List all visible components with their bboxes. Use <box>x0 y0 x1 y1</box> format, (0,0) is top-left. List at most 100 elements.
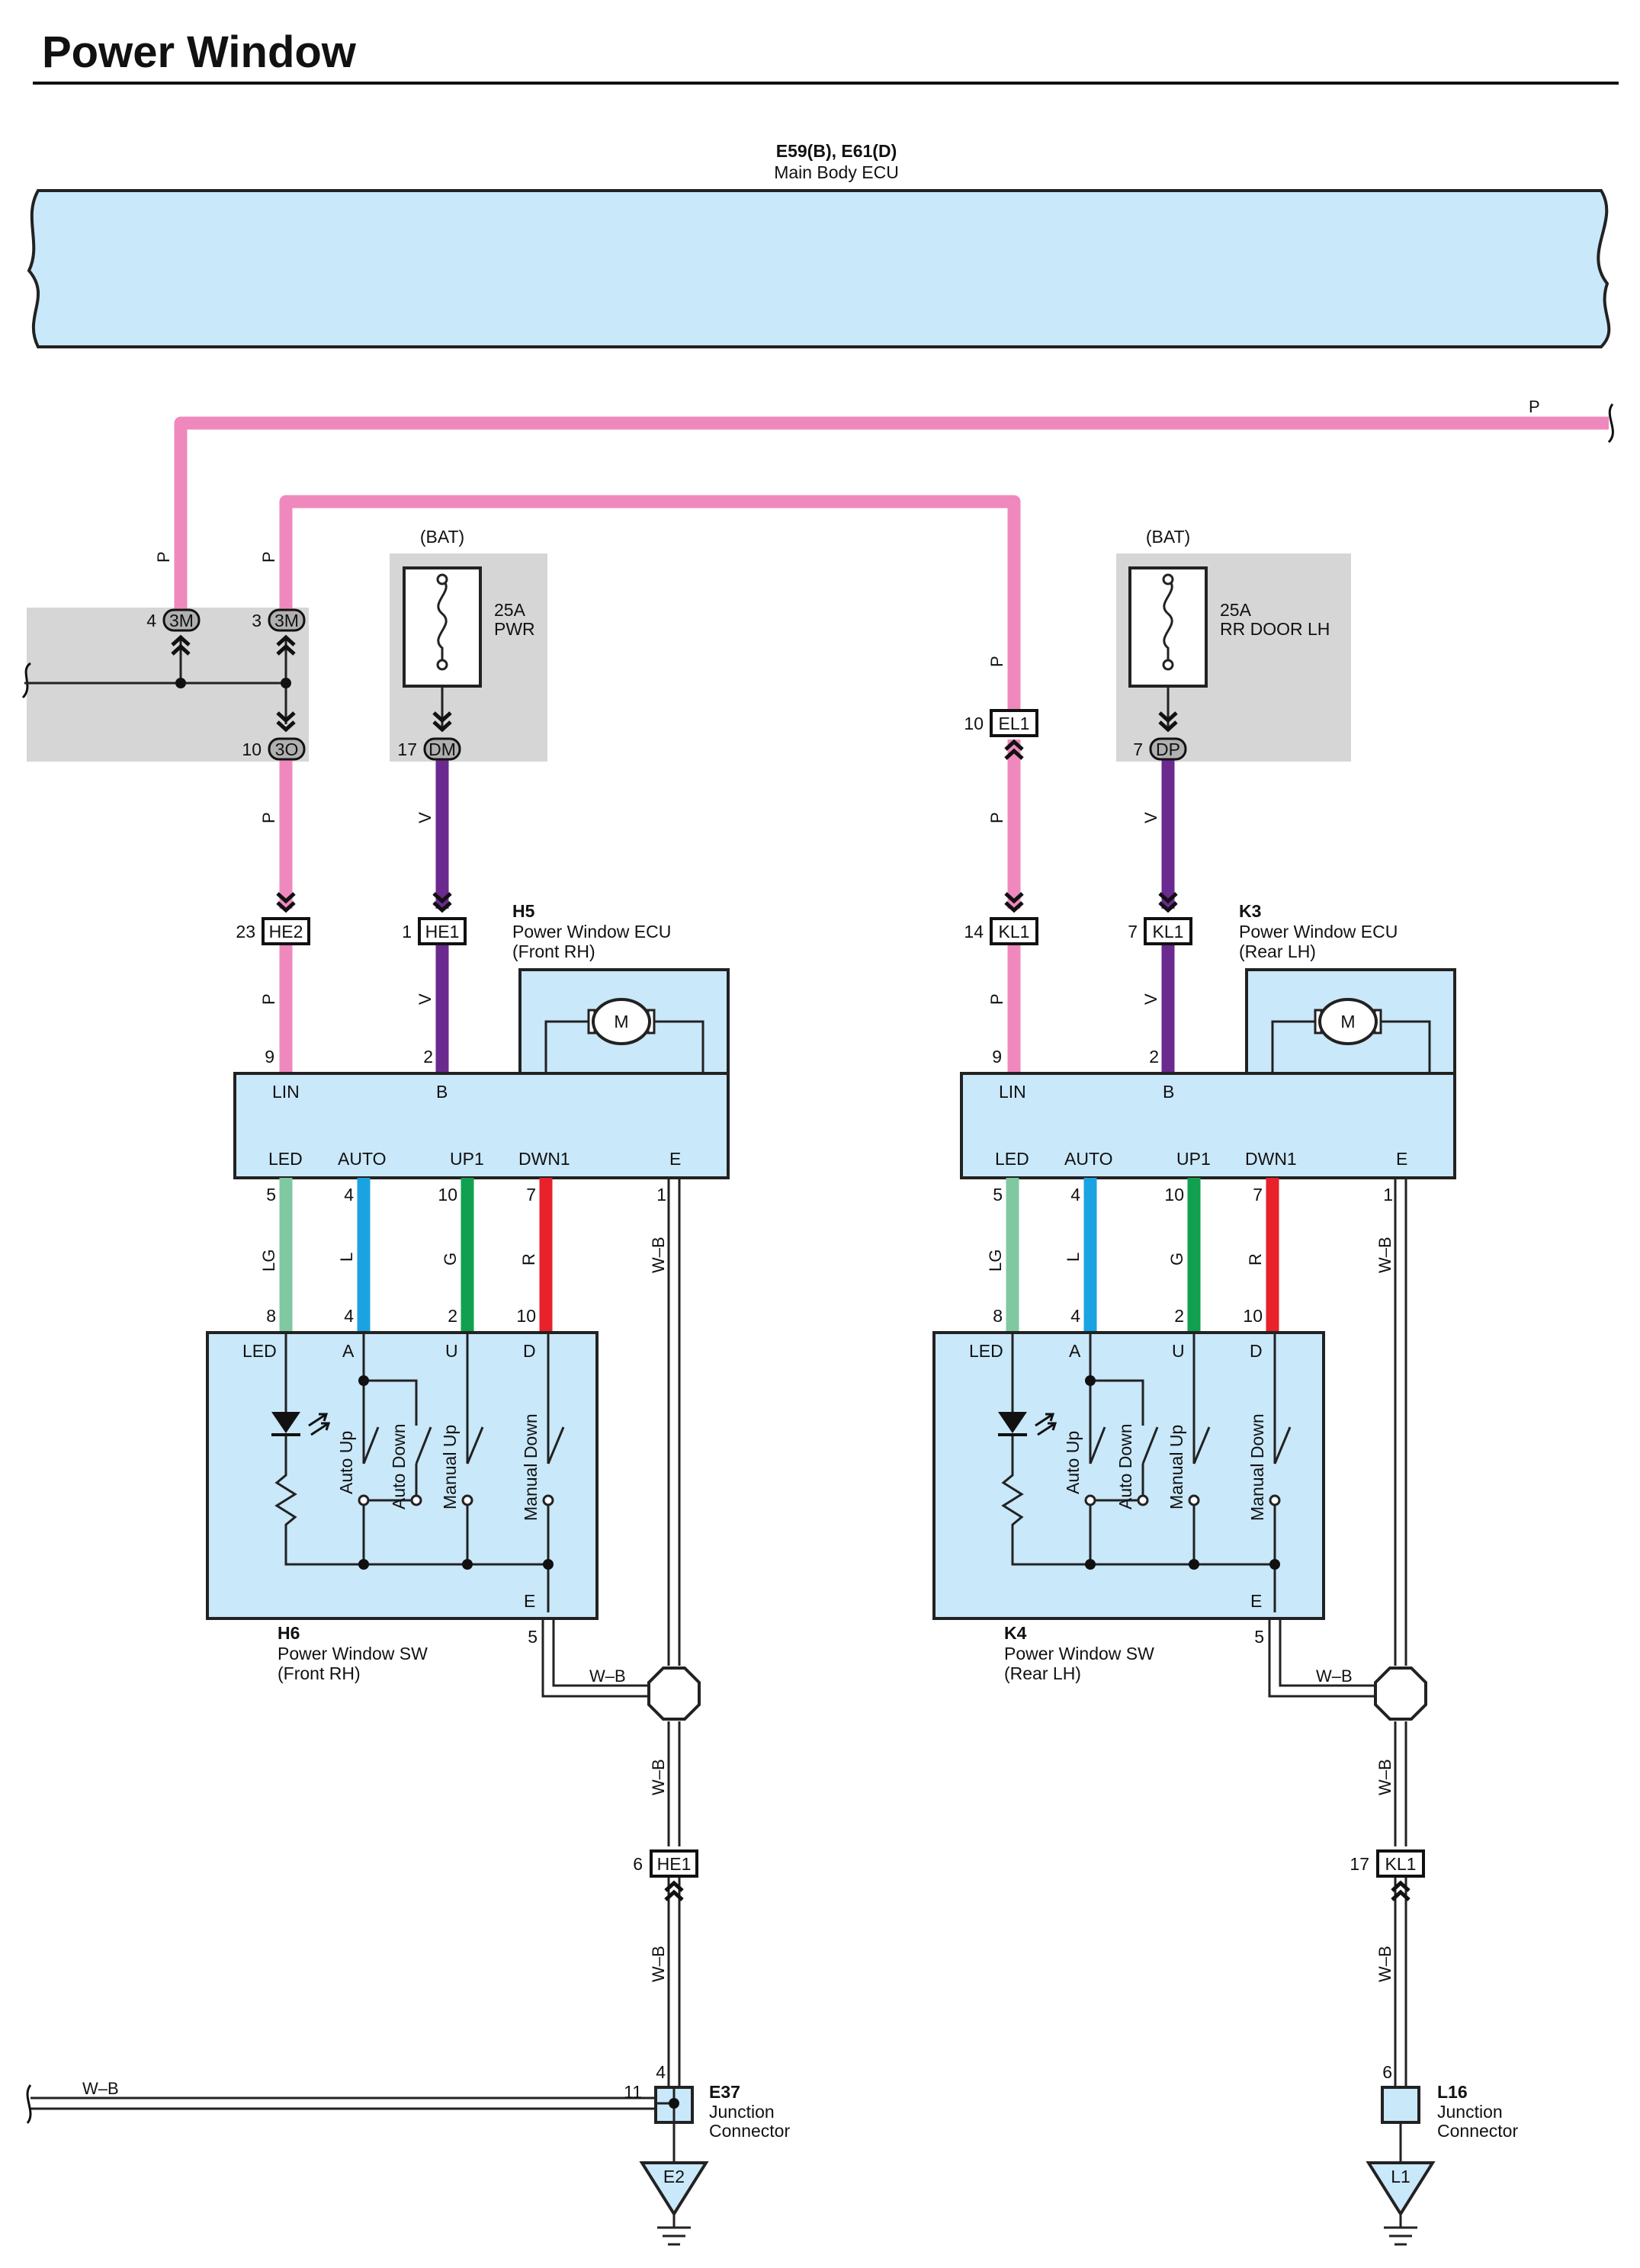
wire-code-p-3m-b: P <box>259 551 278 563</box>
motor-icon <box>592 998 651 1045</box>
wire-code-wb-front-5: W–B <box>82 2079 119 2098</box>
fuse-pwr-name: PWR <box>494 619 535 639</box>
motor-label-front: M <box>614 1012 628 1031</box>
power-window-ecu-front: H5 Power Window ECU (Front RH) M LIN B 9… <box>233 901 730 1179</box>
pin-he1-top: 1 <box>402 922 412 942</box>
conn-he2: HE2 <box>269 922 303 942</box>
sw-rear-auto-down: Auto Down <box>1115 1423 1135 1509</box>
wire-code-v-dm: V <box>416 812 435 823</box>
ground-e2: E2 <box>639 2161 709 2246</box>
sw-rear-name: Power Window SW <box>1004 1644 1154 1663</box>
ecu-front-auto-pin: 4 <box>344 1185 354 1205</box>
wire-code-v-he1: V <box>416 993 435 1005</box>
ecu-front-b-pin: 2 <box>423 1047 433 1067</box>
ecu-rear-lin-pin: 9 <box>992 1047 1002 1067</box>
ecu-rear-up1-pin: 10 <box>1164 1185 1184 1205</box>
fuse-rr-bat: (BAT) <box>1146 527 1190 547</box>
e37-pin-left: 11 <box>624 2082 642 2102</box>
wire-code-p-3o: P <box>259 812 278 823</box>
pin-kl1-p: 14 <box>964 922 984 942</box>
ground-e2-label: E2 <box>663 2167 685 2186</box>
motor-label-rear: M <box>1340 1012 1355 1031</box>
sw-rear-auto-up: Auto Up <box>1063 1431 1083 1494</box>
wire-break-right <box>1607 403 1614 444</box>
ecu-front-dwn1-pin: 7 <box>526 1185 536 1205</box>
main-body-ecu: E59(B), E61(D) Main Body ECU <box>27 141 1611 348</box>
pin-he2: 23 <box>236 922 255 942</box>
ecu-rear-bottom-pins: 5 4 10 7 1 <box>993 1185 1393 1205</box>
junction-connector-e37: 4 11 E37 Junction Connector <box>624 2062 790 2163</box>
sw-rear-u: U <box>1172 1341 1185 1361</box>
fuse-rr-rating: 25A <box>1220 600 1252 620</box>
led-icon <box>998 1412 1027 1433</box>
sw-rear-manual-up: Manual Up <box>1167 1425 1186 1509</box>
e37-label-2: Connector <box>709 2121 790 2141</box>
sw-front-u: U <box>445 1341 458 1361</box>
wire-code-g-rear: G <box>1167 1253 1186 1266</box>
wire-code-v-dp: V <box>1141 812 1160 823</box>
sw-rear-led-pin: 8 <box>993 1306 1003 1326</box>
ground-l1: L1 <box>1366 2161 1436 2246</box>
main-ecu-name: Main Body ECU <box>774 162 899 182</box>
fuse-pwr-rating: 25A <box>494 600 526 620</box>
fuse-rr-name: RR DOOR LH <box>1220 619 1330 639</box>
wire-code-wb-front-1: W–B <box>649 1237 668 1273</box>
ecu-front-e: E <box>669 1149 681 1169</box>
wire-code-p-top: P <box>1529 397 1540 416</box>
e37-pin-top: 4 <box>656 2062 666 2082</box>
title-rule <box>33 82 1619 85</box>
main-ecu-connector: E59(B), E61(D) <box>776 141 897 161</box>
wire-break-left <box>26 2084 32 2124</box>
ecu-rear-b-pin: 2 <box>1149 1047 1159 1067</box>
wire-code-wb-rear-4: W–B <box>1375 1946 1394 1982</box>
conn-kl1-p: KL1 <box>999 922 1030 942</box>
wire-wb-front <box>30 1178 681 2110</box>
ecu-rear-auto: AUTO <box>1064 1149 1112 1169</box>
sw-front-led: LED <box>242 1341 277 1361</box>
l16-pin-top: 6 <box>1382 2062 1392 2082</box>
ecu-rear-up1: UP1 <box>1176 1149 1211 1169</box>
pin-kl1-bot: 17 <box>1350 1854 1369 1874</box>
pin-3o: 10 <box>242 739 262 759</box>
ecu-rear-name: Power Window ECU <box>1239 922 1398 942</box>
fuse-pwr: (BAT) DM 17 25A PWR <box>397 527 535 761</box>
sw-rear-manual-down: Manual Down <box>1247 1413 1267 1521</box>
ecu-rear-led: LED <box>995 1149 1029 1169</box>
ecu-front-lin-pin: 9 <box>265 1047 274 1067</box>
wire-pink-loop <box>279 495 1021 709</box>
connector-kl1-v: KL1 7 <box>1128 893 1192 945</box>
connector-el1: EL1 10 <box>964 709 1038 759</box>
ecu-front-code: H5 <box>512 901 535 921</box>
splice-front <box>647 1667 701 1721</box>
junction-block-grey <box>27 608 309 762</box>
sw-rear-a-pin: 4 <box>1070 1306 1080 1326</box>
ground-icon <box>639 2161 709 2217</box>
ecu-rear-dwn1: DWN1 <box>1245 1149 1297 1169</box>
conn-3o: 3O <box>275 739 299 759</box>
fuse-rr-door: (BAT) DP 7 25A RR DOOR LH <box>1128 527 1330 761</box>
wire-code-lg-rear: LG <box>986 1249 1005 1272</box>
sw-rear-a: A <box>1069 1341 1081 1361</box>
ecu-front-led-pin: 5 <box>266 1185 276 1205</box>
power-window-ecu-rear: K3 Power Window ECU (Rear LH) M LIN B 9 … <box>960 901 1456 1179</box>
sw-rear-u-pin: 2 <box>1174 1306 1184 1326</box>
conn-3m-b: 3M <box>274 611 299 630</box>
wire-code-v-kl1: V <box>1141 993 1160 1005</box>
conn-kl1-bot: KL1 <box>1385 1854 1417 1874</box>
wire-code-p-he2: P <box>259 993 278 1005</box>
ecu-rear-b: B <box>1163 1082 1174 1102</box>
wire-code-l-front: L <box>337 1253 356 1262</box>
sw-front-a-pin: 4 <box>344 1306 354 1326</box>
pin-el1: 10 <box>964 714 984 733</box>
ecu-front-lin: LIN <box>272 1082 300 1102</box>
sw-front-d-pin: 10 <box>516 1306 536 1326</box>
conn-he1-top: HE1 <box>425 922 460 942</box>
sw-front-led-pin: 8 <box>266 1306 276 1326</box>
sw-front-auto-up: Auto Up <box>336 1431 356 1494</box>
sw-rear-e-pin: 5 <box>1254 1627 1264 1647</box>
sw-front-auto-down: Auto Down <box>389 1423 409 1509</box>
l16-label-1: Junction <box>1437 2102 1503 2122</box>
wire-code-wb-front-4: W–B <box>649 1946 668 1982</box>
ecu-rear-dwn1-pin: 7 <box>1253 1185 1263 1205</box>
